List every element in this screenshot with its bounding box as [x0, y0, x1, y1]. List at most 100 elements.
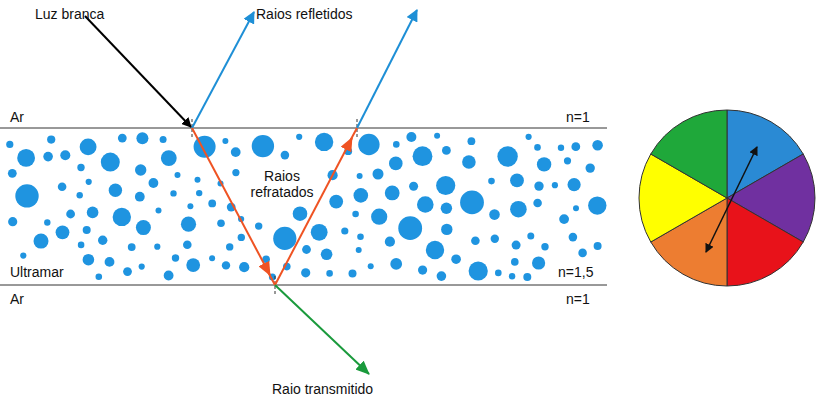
- pigment-dot: [161, 150, 177, 166]
- ray-label: Raios refletidos: [256, 6, 353, 22]
- incident-ray: [85, 16, 191, 127]
- pigment-dot: [156, 208, 162, 214]
- pigment-dot: [356, 247, 362, 253]
- pigment-dot: [80, 139, 97, 156]
- pigment-dot: [349, 269, 357, 277]
- pigment-dot: [293, 206, 308, 221]
- pigment-dot: [222, 261, 230, 269]
- pigment-dot: [109, 184, 122, 197]
- pigment-dot: [96, 273, 103, 280]
- normal-ticks: [192, 119, 357, 294]
- refracted-ray: [350, 128, 357, 141]
- pigment-dot: [78, 242, 85, 249]
- pigment-dot: [232, 169, 239, 176]
- refracted-ray: [268, 272, 275, 285]
- index-label: n=1: [566, 109, 590, 125]
- pigment-dot: [471, 237, 480, 246]
- pigment-dot: [569, 233, 578, 242]
- pigment-dot: [296, 134, 302, 140]
- pigment-dot: [83, 254, 95, 266]
- pigment-dot: [172, 254, 179, 261]
- pigment-dot: [175, 172, 181, 178]
- pigment-dot: [183, 241, 192, 250]
- pigment-dot: [371, 209, 387, 225]
- wheel-sector: [727, 198, 803, 286]
- pigment-dot: [409, 182, 418, 191]
- pigment-dot: [564, 157, 571, 164]
- pigment-dot: [113, 208, 131, 226]
- pigment-dot: [181, 217, 196, 232]
- pigment-dot: [186, 258, 200, 272]
- pigment-dot: [441, 203, 452, 214]
- pigment-dot: [559, 214, 569, 224]
- pigment-dot: [357, 233, 364, 240]
- pigment-dot: [149, 178, 159, 188]
- pigment-dot: [532, 256, 545, 269]
- pigment-dot: [512, 241, 521, 250]
- pigment-dot: [510, 201, 527, 218]
- pigment-dot: [468, 137, 476, 145]
- index-label: n=1: [566, 291, 590, 307]
- pigment-dot: [128, 243, 136, 251]
- pigment-dot: [509, 273, 515, 279]
- pigment-dot: [311, 224, 328, 241]
- pigment-dot: [413, 146, 433, 166]
- pigment-dot: [222, 138, 228, 144]
- pigment-dot: [98, 236, 107, 245]
- pigment-dot: [15, 184, 38, 207]
- pigment-dot: [534, 144, 541, 151]
- refracted-ray: [192, 128, 270, 275]
- pigment-dot: [406, 132, 416, 142]
- pigment-dot: [238, 234, 245, 241]
- pigment-dot: [588, 196, 606, 214]
- pigment-dot: [523, 273, 531, 281]
- medium-label: Ar: [10, 109, 24, 125]
- color-wheel: [639, 110, 815, 286]
- pigment-dot: [8, 169, 17, 178]
- ray-label: Luz branca: [35, 6, 104, 22]
- pigment-dot: [357, 173, 363, 179]
- pigment-dot: [226, 243, 233, 250]
- pigment-dot: [281, 151, 290, 160]
- pigment-dot: [101, 153, 120, 172]
- pigment-dot: [154, 244, 160, 250]
- pigment-dot: [217, 219, 225, 227]
- pigment-dot: [537, 157, 551, 171]
- pigment-dot: [8, 217, 17, 226]
- pigment-dot: [273, 227, 296, 250]
- pigment-dot: [43, 152, 53, 162]
- interface-line: [0, 128, 607, 129]
- pigment-dot: [488, 178, 495, 185]
- pigment-dot: [60, 150, 70, 160]
- pigment-dot: [354, 188, 369, 203]
- pigment-dot: [393, 141, 400, 148]
- pigment-dot: [568, 178, 581, 191]
- pigment-dot: [434, 133, 440, 139]
- pigment-dot: [510, 174, 524, 188]
- pigment-dot: [534, 181, 543, 190]
- refracted-ray: [275, 138, 352, 285]
- pigment-dot: [135, 192, 145, 202]
- pigment-dot: [231, 147, 241, 157]
- pigment-dot: [58, 182, 67, 191]
- pigment-dot: [123, 267, 132, 276]
- pigment-dot: [552, 182, 558, 188]
- pigment-dot: [34, 234, 49, 249]
- interface-line: [0, 285, 607, 286]
- complement-arrow: [706, 147, 757, 252]
- medium-label: Ar: [10, 291, 24, 307]
- pigment-dot: [462, 155, 476, 169]
- reflected-ray: [357, 10, 417, 128]
- pigment-dot: [385, 186, 400, 201]
- pigment-dot: [135, 164, 146, 175]
- index-label: n=1,5: [558, 264, 593, 280]
- pigment-dot: [586, 163, 595, 172]
- pigment-dot: [187, 203, 193, 209]
- pigment-dot: [321, 249, 333, 261]
- pigment-dot: [418, 266, 427, 275]
- pigment-dot: [527, 232, 534, 239]
- pigment-dot: [329, 195, 343, 209]
- pigment-dot: [436, 176, 455, 195]
- pigment-dot: [209, 255, 215, 261]
